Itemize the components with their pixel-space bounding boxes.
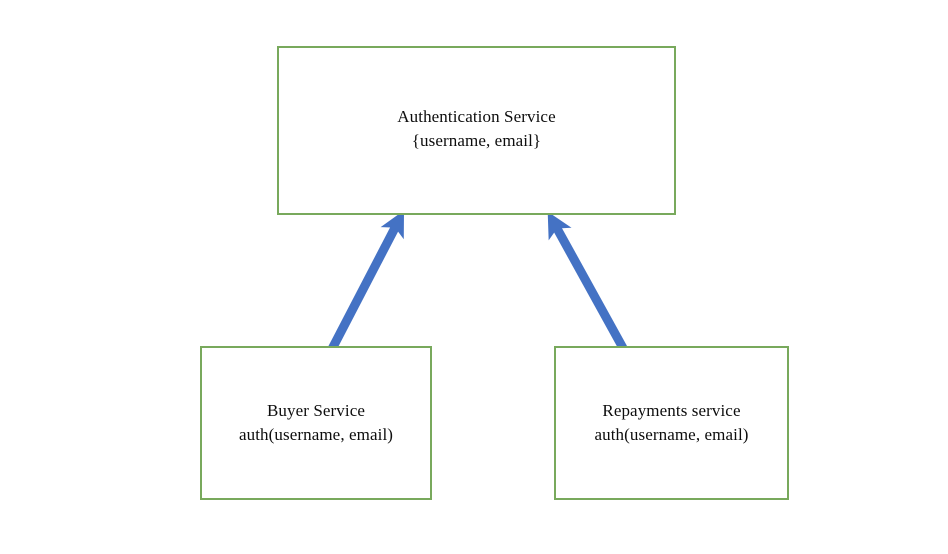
repayments-service-title: Repayments service xyxy=(602,400,741,420)
node-repayments-service[interactable]: Repayments service auth(username, email) xyxy=(554,346,789,500)
buyer-service-subtitle: auth(username, email) xyxy=(238,425,394,444)
arrow-repayments-to-auth xyxy=(547,211,627,351)
buyer-service-title: Buyer Service xyxy=(266,400,366,420)
authentication-service-title: Authentication Service xyxy=(397,107,556,126)
node-authentication-service[interactable]: Authentication Service {username, email} xyxy=(277,46,676,215)
repayments-service-subtitle: auth(username, email) xyxy=(594,425,749,444)
arrow-buyer-to-auth xyxy=(328,210,405,352)
node-buyer-service[interactable]: Buyer Service auth(username, email) xyxy=(200,346,432,500)
authentication-service-subtitle: {username, email} xyxy=(411,131,542,151)
